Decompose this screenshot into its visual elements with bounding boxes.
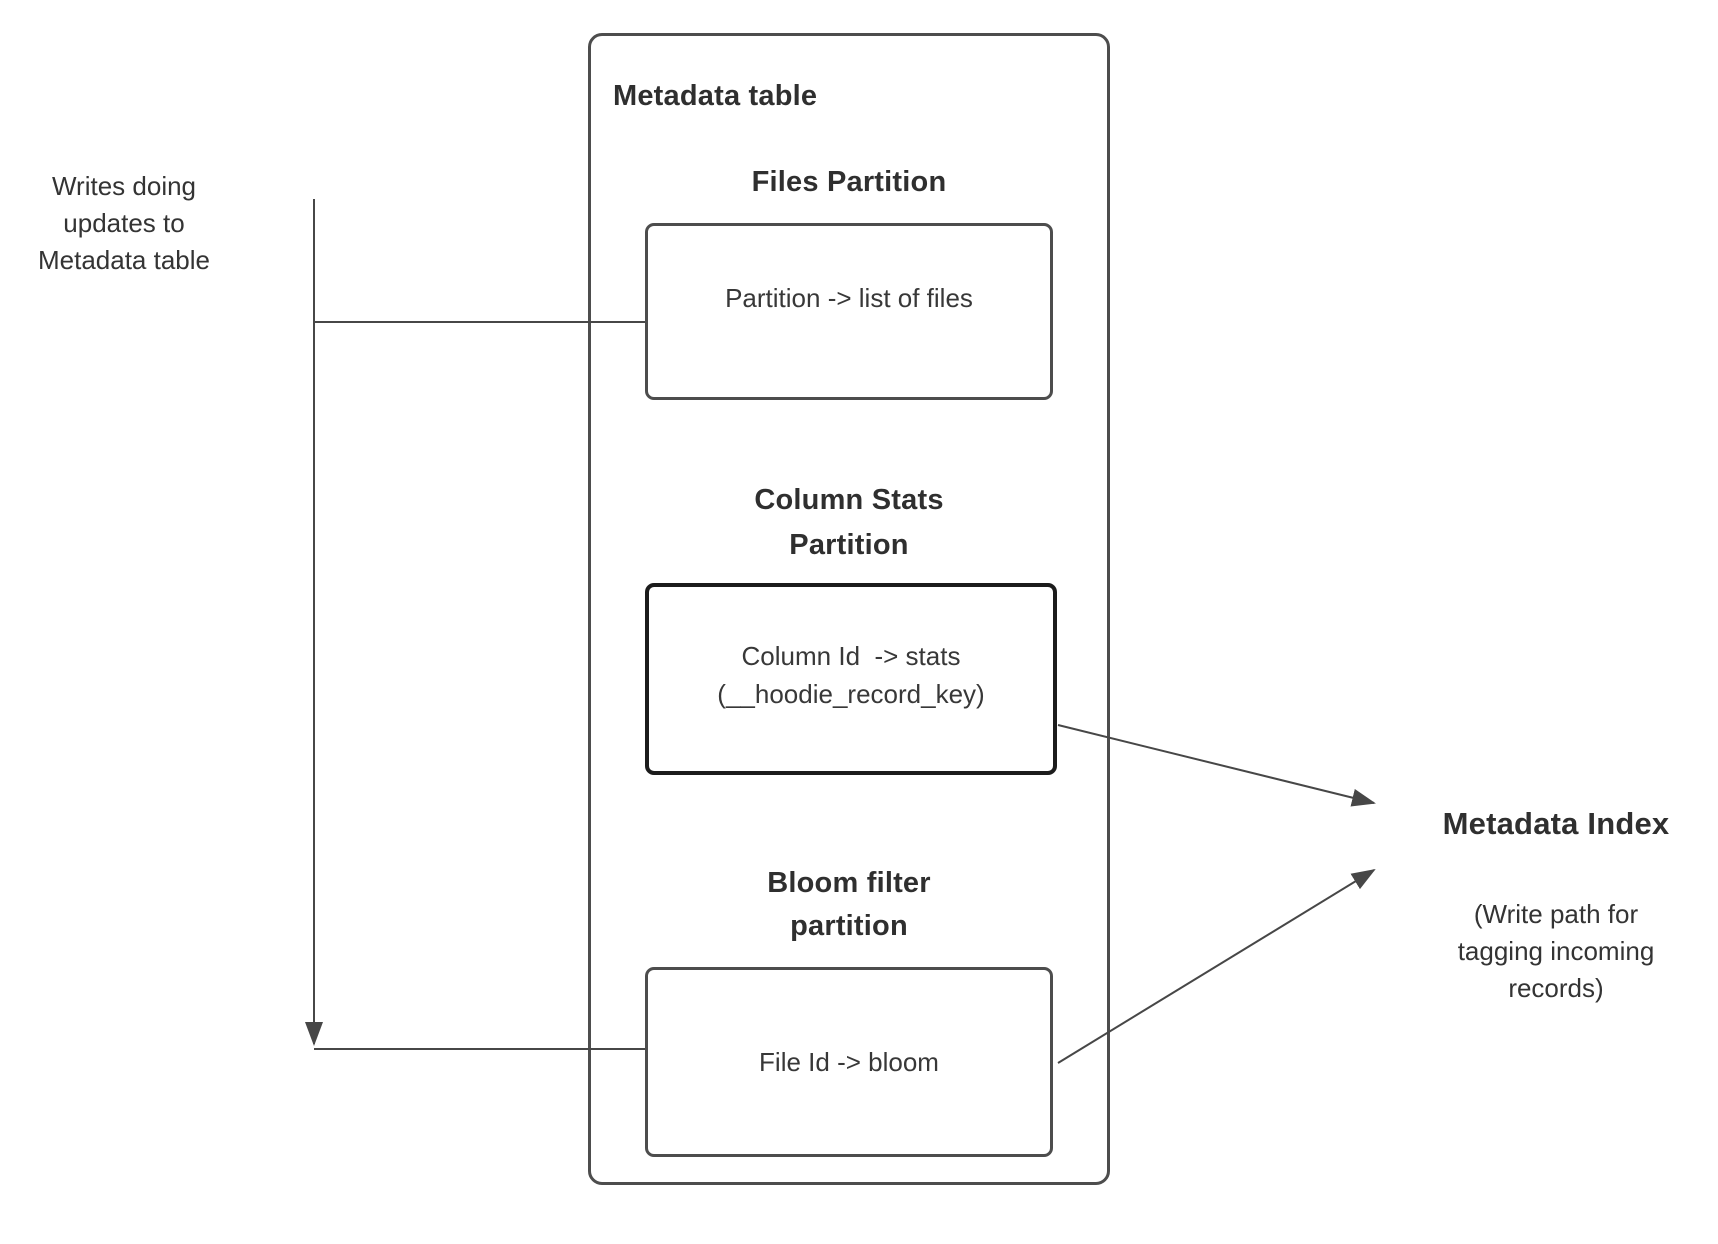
metadata-table-container bbox=[588, 33, 1110, 1185]
bloom-filter-heading-line: partition bbox=[790, 910, 908, 942]
files-partition-box: Partition -> list of files bbox=[645, 223, 1053, 400]
bloom-filter-box: File Id -> bloom bbox=[645, 967, 1053, 1157]
column-stats-heading-line: Column Stats bbox=[754, 484, 944, 516]
metadata-table-title: Metadata table bbox=[613, 80, 818, 112]
metadata-index-subtitle-line: tagging incoming bbox=[1457, 936, 1655, 966]
files-partition-heading: Files Partition bbox=[751, 166, 947, 198]
files-partition-box-text: Partition -> list of files bbox=[725, 283, 973, 313]
column-stats-box-text: Column Id -> stats bbox=[741, 641, 961, 671]
writes-note: Writes doing updates to Metadata table bbox=[14, 168, 234, 279]
bloom-filter-box-text: File Id -> bloom bbox=[759, 1046, 939, 1077]
writes-note-line: Writes doing bbox=[51, 171, 197, 201]
column-stats-box: Column Id -> stats (__hoodie_record_key) bbox=[645, 583, 1057, 775]
writes-note-line: updates to bbox=[63, 208, 185, 238]
column-stats-heading: Column Stats Partition bbox=[645, 478, 1053, 568]
column-stats-box-subtext: (__hoodie_record_key) bbox=[717, 679, 985, 709]
bloom-filter-heading-line: Bloom filter bbox=[767, 867, 931, 899]
bloom-filter-heading: Bloom filter partition bbox=[645, 862, 1053, 948]
column-stats-heading-line: Partition bbox=[789, 529, 909, 561]
metadata-index-subtitle-line: records) bbox=[1508, 973, 1604, 1003]
metadata-index-title: Metadata Index bbox=[1442, 806, 1670, 841]
metadata-index-subtitle-line: (Write path for bbox=[1473, 899, 1639, 929]
metadata-index-subtitle: (Write path for tagging incoming records… bbox=[1386, 896, 1718, 1007]
writes-note-line: Metadata table bbox=[37, 245, 210, 275]
